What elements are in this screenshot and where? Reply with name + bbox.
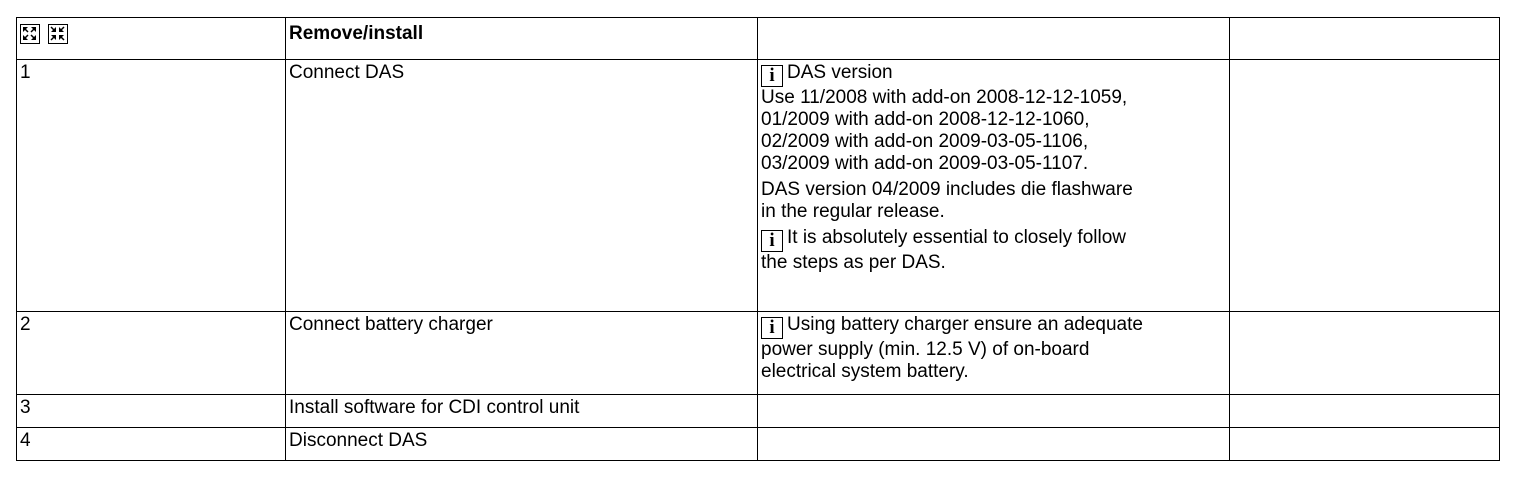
note-line: the steps as per DAS. [761,252,946,273]
step-extra [1229,59,1500,312]
note-line: Using battery charger ensure an adequate [787,314,1143,335]
step-action: Connect battery charger [285,311,758,395]
collapse-icon[interactable] [48,24,68,44]
step-action: Connect DAS [285,59,758,312]
note-line: DAS version 04/2009 includes die flashwa… [761,179,1133,200]
step-number: 1 [16,59,286,312]
note-line: 01/2009 with add-on 2008-12-12-1060, [761,109,1090,130]
step-notes [757,427,1230,461]
header-title: Remove/install [285,17,758,60]
note-title: DAS version [787,62,893,83]
note-line: It is absolutely essential to closely fo… [787,227,1126,248]
table-row: 4 Disconnect DAS [16,427,1500,461]
note-line: 03/2009 with add-on 2009-03-05-1107. [761,153,1089,174]
step-number: 2 [16,311,286,395]
note-line: in the regular release. [761,201,945,222]
expand-icon[interactable] [20,24,40,44]
info-icon: i [761,65,783,87]
header-extra-cell [1229,17,1500,60]
step-action: Disconnect DAS [285,427,758,461]
step-number: 3 [16,394,286,428]
header-notes-cell [757,17,1230,60]
header-icons-cell [16,17,286,60]
note-line: electrical system battery. [761,361,969,382]
step-extra [1229,394,1500,428]
step-extra [1229,311,1500,395]
step-action: Install software for CDI control unit [285,394,758,428]
note-flashware: DAS version 04/2009 includes die flashwa… [761,179,1225,223]
step-notes [757,394,1230,428]
note-line: Use 11/2008 with add-on 2008-12-12-1059, [761,87,1128,108]
note-line: power supply (min. 12.5 V) of on-board [761,339,1090,360]
step-number: 4 [16,427,286,461]
info-icon: i [761,230,783,252]
step-extra [1229,427,1500,461]
note-line: 02/2009 with add-on 2009-03-05-1106, [761,131,1089,152]
table-header-row: Remove/install [16,17,1500,60]
table-row: 3 Install software for CDI control unit [16,394,1500,428]
info-icon: i [761,317,783,339]
